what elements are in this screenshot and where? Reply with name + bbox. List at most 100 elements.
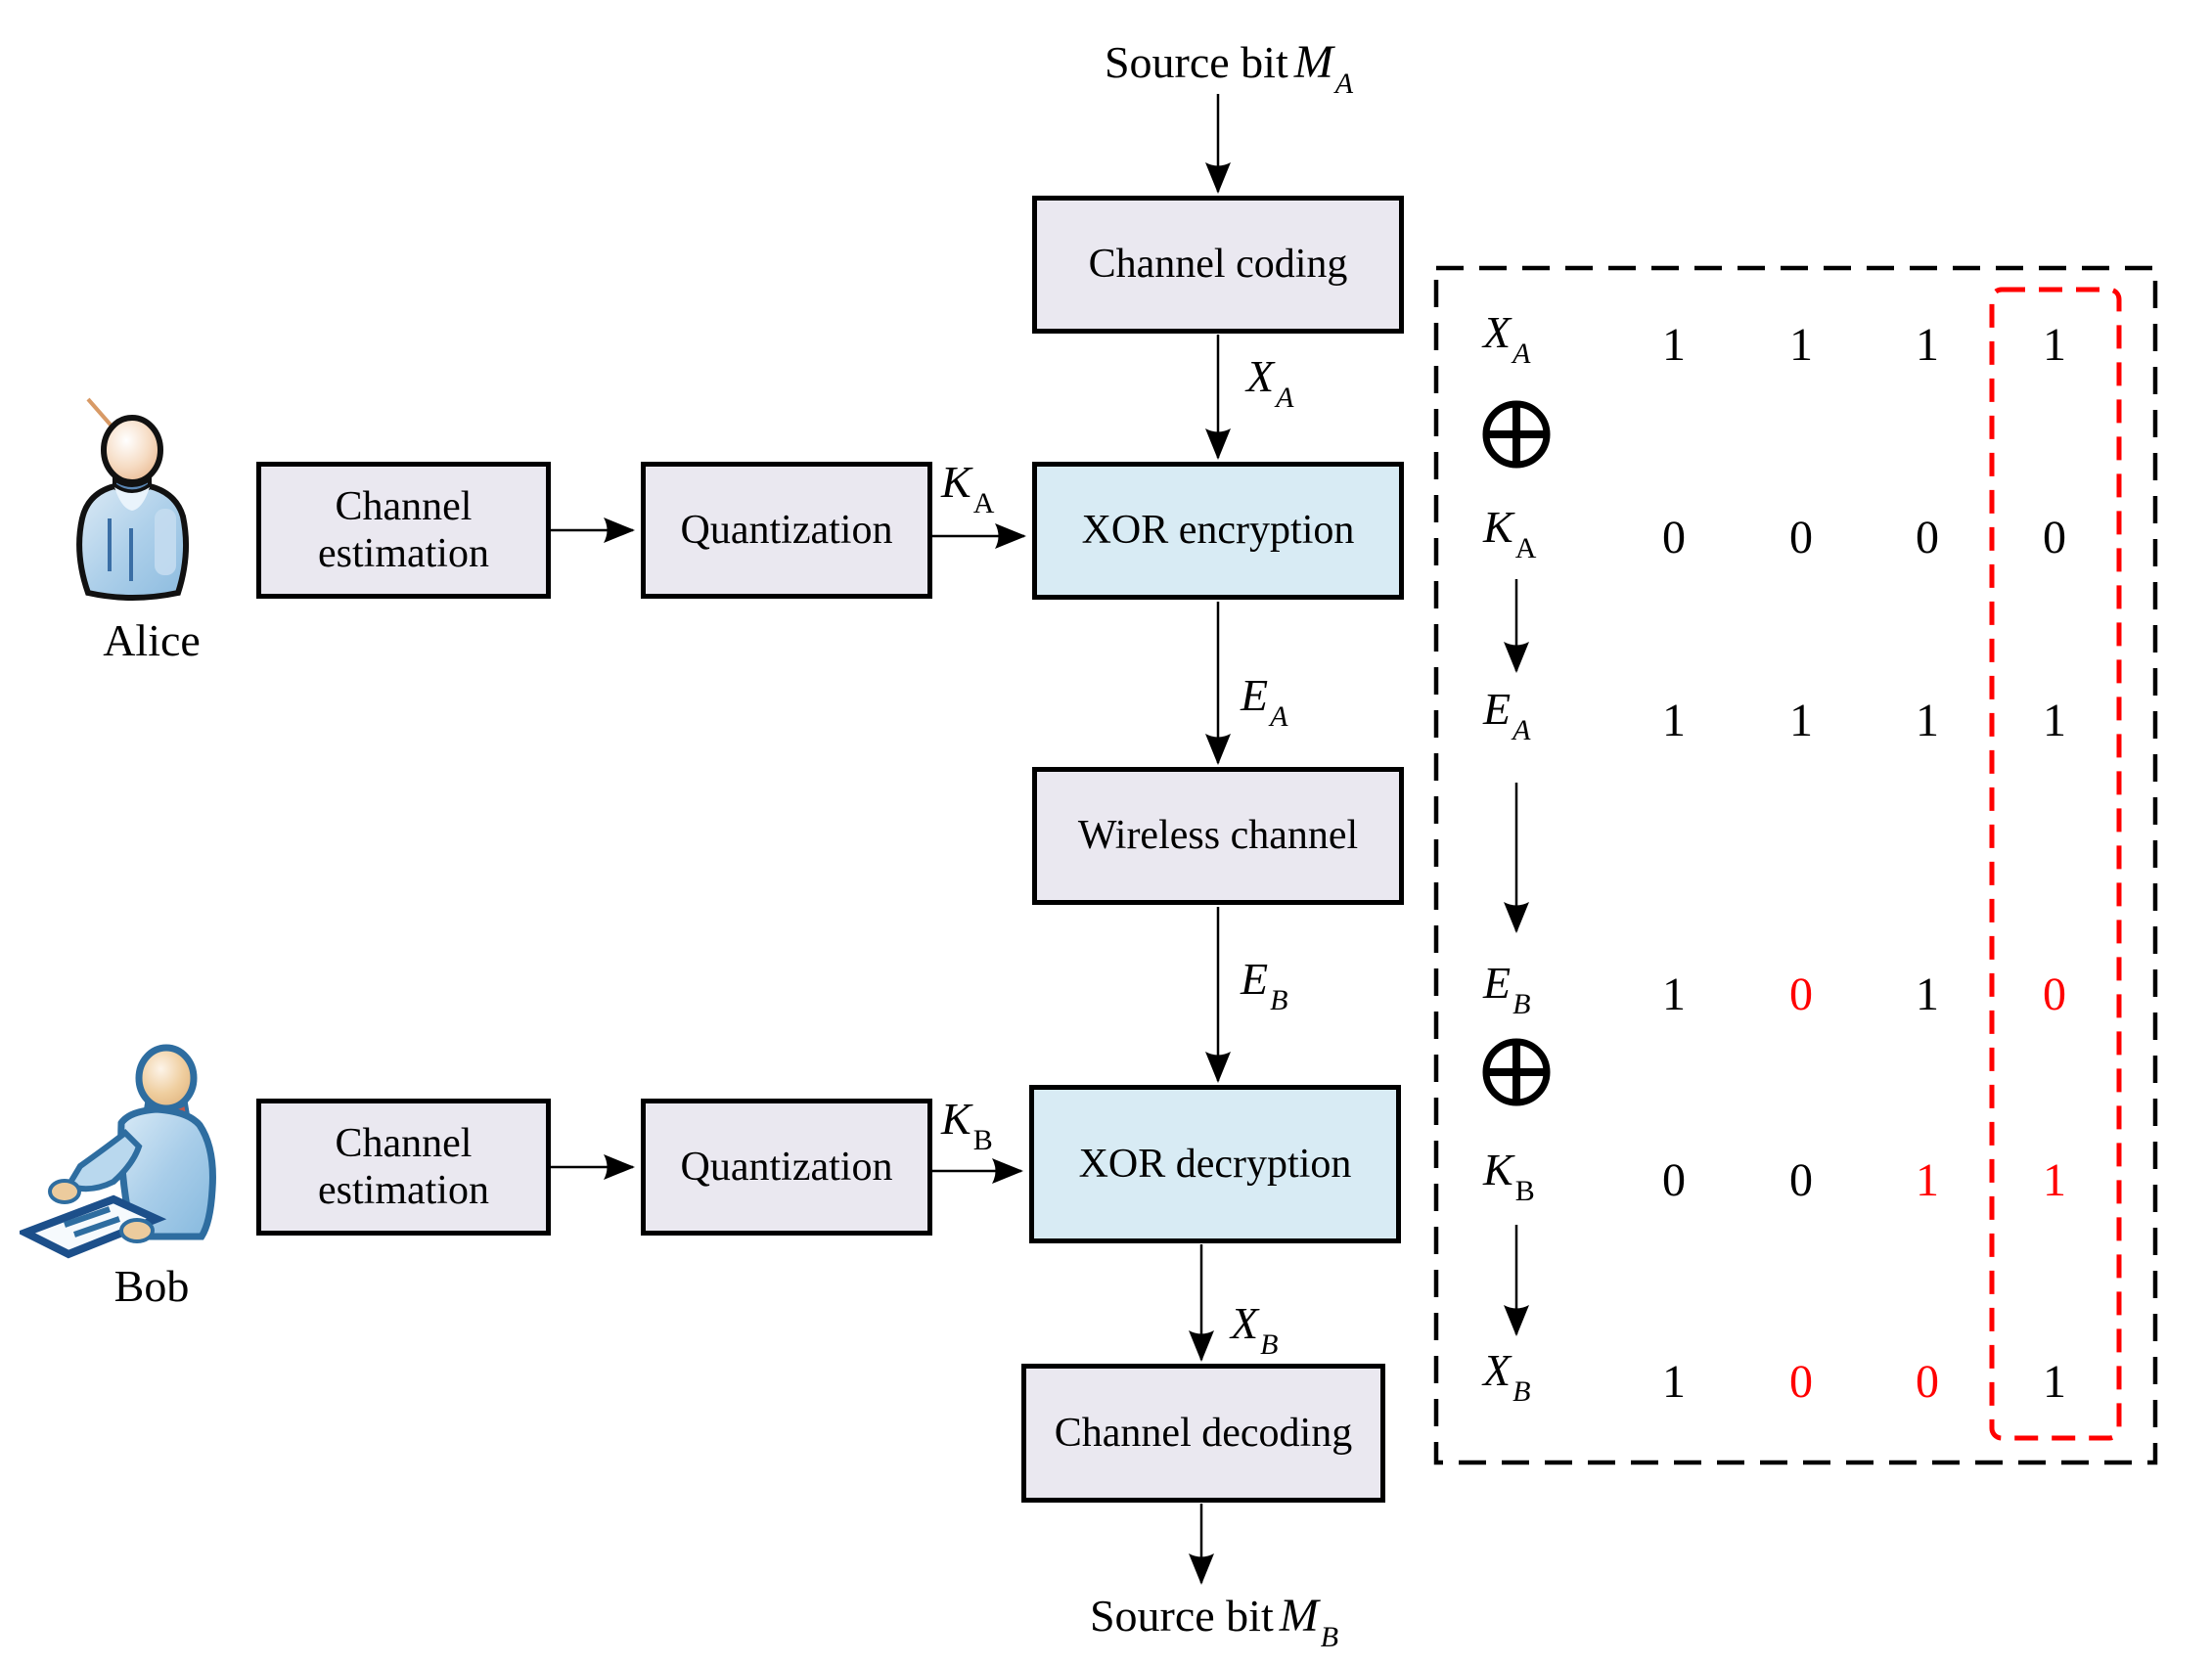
ka-var: K	[941, 457, 971, 507]
xa-sub: A	[1276, 382, 1294, 415]
bob-hand-right	[119, 1218, 155, 1243]
channel-estimation-line2-alice: estimation	[318, 531, 489, 576]
bit-cell: 0	[1916, 1356, 1939, 1408]
row5-var: X	[1483, 1345, 1512, 1395]
kb-label: KB	[941, 1093, 993, 1156]
channel-decoding-box: Channel decoding	[1021, 1364, 1385, 1503]
source-bit-bottom-sub: B	[1320, 1621, 1339, 1654]
channel-estimation-line1-alice: Channel	[335, 483, 473, 529]
bit-cell: 0	[1662, 512, 1686, 563]
xa-label: XA	[1246, 350, 1293, 414]
source-bit-top-var: M	[1293, 36, 1333, 88]
bob-tablet-line1	[64, 1206, 111, 1228]
bit-table-frame	[1433, 265, 2158, 1465]
xb-label: XB	[1231, 1297, 1278, 1361]
xor-icon	[1482, 1038, 1551, 1106]
row3-var: E	[1483, 958, 1512, 1008]
eb-sub: B	[1270, 984, 1288, 1017]
bit-cell: 1	[1662, 319, 1686, 371]
table-row-label: EB	[1483, 957, 1610, 1020]
row0-sub: A	[1512, 338, 1531, 371]
channel-estimation-label-bob: Channel estimation	[318, 1120, 489, 1215]
alice-name-text: Alice	[103, 615, 201, 665]
source-bit-bottom-text: Source bit	[1089, 1591, 1274, 1641]
channel-estimation-line1-bob: Channel	[335, 1120, 473, 1166]
row5-sub: B	[1512, 1375, 1531, 1409]
bit-cell: 0	[1789, 512, 1813, 563]
channel-decoding-label: Channel decoding	[1054, 1410, 1353, 1456]
bit-cell: 1	[1789, 695, 1813, 746]
alice-sleeve-highlight	[155, 509, 176, 575]
wireless-channel-box: Wireless channel	[1032, 767, 1404, 905]
row3-sub: B	[1512, 988, 1531, 1021]
wireless-channel-label: Wireless channel	[1077, 813, 1359, 859]
kb-sub: B	[972, 1124, 993, 1157]
xb-sub: B	[1260, 1328, 1279, 1362]
bit-cell: 1	[1662, 695, 1686, 746]
quantization-label-alice: Quantization	[680, 507, 893, 553]
table-row-label: KA	[1483, 501, 1610, 564]
alice-head	[101, 415, 163, 485]
xor-encryption-label: XOR encryption	[1081, 508, 1355, 554]
bit-cell: 0	[1789, 1154, 1813, 1206]
bit-cell: 0	[2043, 512, 2066, 563]
ea-label: EA	[1241, 669, 1287, 733]
channel-estimation-box-alice: Channel estimation	[256, 462, 551, 599]
quantization-box-alice: Quantization	[641, 462, 932, 599]
bit-cell: 0	[1789, 1356, 1813, 1408]
row1-sub: A	[1514, 532, 1537, 565]
row2-sub: A	[1512, 714, 1531, 747]
bit-cell: 0	[1789, 968, 1813, 1020]
bob-arm	[64, 1129, 143, 1192]
source-bit-bottom-var: M	[1279, 1590, 1319, 1642]
table-row-label: KB	[1483, 1144, 1610, 1207]
bit-cell: 1	[1662, 968, 1686, 1020]
row4-sub: B	[1514, 1175, 1535, 1208]
kb-var: K	[941, 1094, 971, 1144]
ka-label: KA	[941, 456, 994, 519]
quantization-box-bob: Quantization	[641, 1099, 932, 1236]
bit-cell: 1	[1789, 319, 1813, 371]
channel-estimation-box-bob: Channel estimation	[256, 1099, 551, 1236]
bob-hand-left	[48, 1179, 81, 1204]
table-row-label: XA	[1483, 306, 1610, 370]
bit-cell: 1	[2043, 319, 2066, 371]
bit-cell: 0	[2043, 968, 2066, 1020]
quantization-label-bob: Quantization	[680, 1144, 893, 1190]
xor-icon	[1482, 400, 1551, 469]
ka-sub: A	[972, 487, 995, 520]
xa-var: X	[1246, 351, 1275, 401]
row4-var: K	[1483, 1145, 1513, 1194]
channel-coding-label: Channel coding	[1088, 242, 1348, 288]
bit-cell: 0	[1916, 512, 1939, 563]
source-bit-top-text: Source bit	[1104, 37, 1288, 87]
row1-var: K	[1483, 502, 1513, 552]
channel-coding-box: Channel coding	[1032, 196, 1404, 334]
bit-cell: 1	[1916, 968, 1939, 1020]
bob-name: Bob	[59, 1260, 245, 1312]
alice-collar	[114, 487, 150, 511]
eb-label: EB	[1241, 953, 1287, 1016]
bob-person-icon	[20, 1044, 216, 1259]
alice-person-icon	[76, 397, 189, 601]
table-row-label: XB	[1483, 1344, 1610, 1408]
bit-cell: 1	[1916, 1154, 1939, 1206]
bit-cell: 0	[1662, 1154, 1686, 1206]
bit-cell: 1	[1662, 1356, 1686, 1408]
channel-estimation-label-alice: Channel estimation	[318, 483, 489, 578]
bob-name-text: Bob	[113, 1261, 190, 1311]
bit-cell: 1	[1916, 319, 1939, 371]
bit-cell: 1	[1916, 695, 1939, 746]
eb-var: E	[1241, 954, 1269, 1004]
ea-var: E	[1241, 670, 1269, 720]
mismatch-column-highlight	[1989, 287, 2122, 1441]
bit-cell: 1	[2043, 1154, 2066, 1206]
row2-var: E	[1483, 684, 1512, 734]
xor-decryption-label: XOR decryption	[1078, 1141, 1352, 1187]
alice-name: Alice	[59, 614, 245, 666]
xor-decryption-box: XOR decryption	[1029, 1085, 1401, 1243]
